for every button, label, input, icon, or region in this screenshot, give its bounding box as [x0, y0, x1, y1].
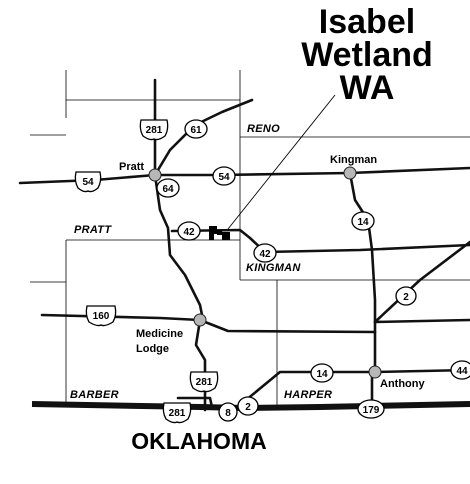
- state-route-61-marker: 61: [184, 119, 208, 139]
- route-label: 44: [456, 366, 468, 377]
- title-line: Wetland: [301, 36, 433, 74]
- state-route-markers: 61 64 54 42 42 14 2 14: [156, 119, 470, 422]
- road-k-42: [170, 228, 470, 254]
- town-dot-anthony: [368, 365, 382, 379]
- route-label: 42: [259, 249, 271, 260]
- title-line: Isabel: [319, 3, 415, 41]
- route-label: 160: [93, 311, 110, 322]
- route-label: 14: [357, 217, 369, 228]
- town-dot-pratt: [148, 168, 162, 182]
- town-label-kingman: Kingman: [330, 154, 377, 166]
- us-54-shield: 54: [74, 171, 102, 193]
- road-k-2-east: [373, 240, 470, 324]
- wildlife-area-marker-icon: [209, 226, 230, 240]
- wildlife-area-leader-line: [227, 94, 336, 230]
- county-labels: RENO PRATT KINGMAN BARBER HARPER: [70, 123, 332, 401]
- route-label: 2: [403, 292, 409, 303]
- route-label: 281: [169, 408, 186, 419]
- town-dot-medicine-lodge: [193, 313, 207, 327]
- county-label-harper: HARPER: [284, 389, 332, 401]
- county-label-barber: BARBER: [70, 389, 119, 401]
- state-route-179-marker: 179: [357, 399, 385, 419]
- route-label: 179: [363, 405, 380, 416]
- town-labels: Pratt Kingman Medicine Lodge Anthony: [119, 154, 425, 390]
- road-us-281-spur: [176, 396, 214, 409]
- state-route-64-marker: 64: [156, 178, 180, 198]
- route-label: 54: [82, 177, 94, 188]
- us-281-shield: 281: [139, 119, 169, 141]
- us-160-shield: 160: [85, 305, 117, 327]
- route-label: 281: [146, 125, 163, 136]
- state-route-54-marker: 54: [212, 166, 236, 186]
- road-k-61: [153, 98, 254, 177]
- roads: [18, 78, 470, 412]
- town-label-medicine: Medicine: [136, 328, 183, 340]
- state-route-14-marker: 14: [310, 363, 334, 383]
- state-route-2-marker: 2: [395, 286, 417, 306]
- state-route-8-marker: 8: [218, 402, 238, 422]
- county-label-pratt: PRATT: [74, 224, 112, 236]
- route-label: 8: [225, 408, 231, 419]
- state-label: OKLAHOMA: [131, 428, 266, 454]
- town-label-pratt: Pratt: [119, 161, 144, 173]
- route-label: 54: [218, 172, 230, 183]
- road-county-east: [373, 318, 470, 324]
- map-title: Isabel Wetland WA: [301, 3, 433, 107]
- state-route-42-marker: 42: [177, 221, 201, 241]
- us-281-shield: 281: [162, 402, 192, 424]
- route-label: 2: [245, 402, 251, 413]
- state-route-2-marker: 2: [237, 396, 259, 416]
- route-label: 42: [183, 227, 195, 238]
- town-dot-kingman: [343, 166, 357, 180]
- route-label: 61: [190, 125, 202, 136]
- route-label: 64: [162, 184, 174, 195]
- state-route-44-marker: 44: [450, 360, 470, 380]
- state-route-42-marker: 42: [253, 243, 277, 263]
- road-k-64: [153, 173, 205, 322]
- county-label-kingman: KINGMAN: [246, 262, 301, 274]
- state-route-14-marker: 14: [351, 211, 375, 231]
- road-us-281-south: [194, 318, 207, 412]
- title-line: WA: [340, 69, 395, 107]
- route-label: 14: [316, 369, 328, 380]
- town-label-lodge: Lodge: [136, 343, 169, 355]
- route-label: 281: [196, 377, 213, 388]
- us-route-shields: 281 54 160 281 281: [74, 119, 219, 424]
- town-dots: [148, 166, 382, 379]
- county-label-reno: RENO: [247, 123, 280, 135]
- road-k-14-north: [348, 171, 377, 372]
- us-281-shield: 281: [189, 371, 219, 393]
- town-label-anthony: Anthony: [380, 378, 425, 390]
